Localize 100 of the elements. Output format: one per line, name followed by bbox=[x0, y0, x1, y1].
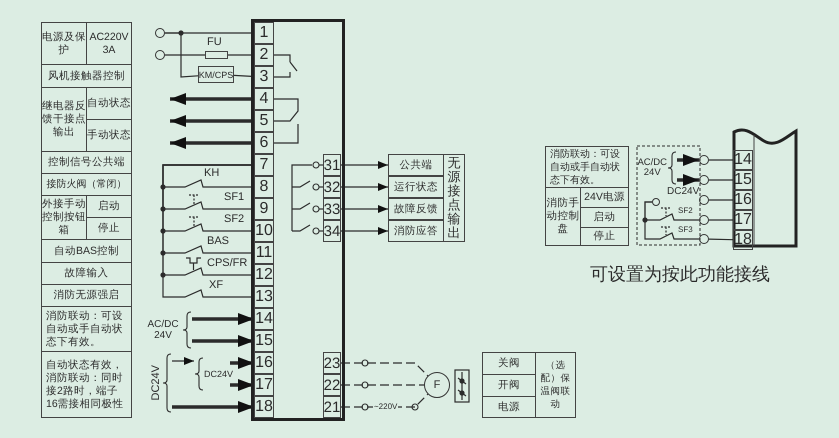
wire bbox=[165, 32, 198, 78]
terminal-circle bbox=[699, 155, 709, 165]
voltage-label: DC24V bbox=[146, 352, 172, 414]
switch-label: SF1 bbox=[224, 192, 244, 203]
voltage-label: AC/DC 24V bbox=[144, 310, 192, 350]
terminal-cell: 8 bbox=[254, 176, 274, 198]
switch-label: XF bbox=[209, 280, 224, 291]
motor-circle: F bbox=[424, 372, 450, 398]
terminal-circle bbox=[699, 195, 709, 205]
wire bbox=[162, 164, 254, 298]
terminal-cell: 10 bbox=[254, 220, 274, 242]
output-cell: 无源接点输出 bbox=[443, 154, 465, 242]
terminal-cell: 14 bbox=[733, 150, 753, 170]
terminal-cell: 16 bbox=[733, 190, 753, 210]
table-cell: 自动状态有效，消防联动：同时接2路时，端子16需接相同极性 bbox=[41, 351, 132, 418]
switch-label: CPS/FR bbox=[207, 258, 248, 269]
terminal-cell: 14 bbox=[254, 308, 274, 330]
switch-label: SF2 bbox=[678, 205, 693, 216]
wire bbox=[709, 199, 733, 201]
terminal-block bbox=[732, 127, 798, 248]
switch-label: KH bbox=[204, 168, 220, 179]
table-cell: 消防联动：可设自动或手自动状态下有效。 bbox=[545, 146, 629, 188]
table-cell: （选配）保温阀联动 bbox=[535, 352, 576, 418]
terminal-circle bbox=[699, 215, 709, 225]
table-cell: 消防手动控制盘 bbox=[545, 187, 581, 246]
table-cell: 故障输入 bbox=[41, 262, 132, 285]
voltage-label: AC/DC 24V bbox=[639, 150, 677, 186]
terminal-cell: 9 bbox=[254, 198, 274, 220]
wire bbox=[165, 54, 205, 56]
arrow bbox=[170, 137, 254, 149]
arrow bbox=[170, 115, 254, 127]
arrow bbox=[341, 161, 388, 169]
arrow bbox=[192, 313, 254, 325]
terminal-cell: 15 bbox=[254, 330, 274, 352]
terminal-cell: 7 bbox=[254, 154, 274, 176]
terminal-cell: 18 bbox=[254, 396, 274, 418]
table-cell: 自动BAS控制 bbox=[41, 239, 132, 263]
arrow bbox=[341, 205, 388, 213]
terminal-cell: 4 bbox=[254, 88, 274, 110]
terminal-cell: 23 bbox=[323, 352, 341, 374]
arrow bbox=[230, 379, 254, 391]
terminal-circle bbox=[155, 50, 165, 60]
table-cell: 电源 bbox=[482, 396, 536, 418]
output-cell: 公共端 bbox=[388, 154, 444, 176]
terminal-cell: 5 bbox=[254, 110, 274, 132]
terminal-cell: 33 bbox=[323, 198, 341, 220]
terminal-block bbox=[251, 19, 345, 421]
arrow bbox=[677, 154, 699, 166]
table-cell: 外接手动控制按钮箱 bbox=[41, 195, 87, 240]
terminal-cell: 22 bbox=[323, 374, 341, 396]
terminal-cell: 1 bbox=[254, 22, 274, 44]
terminal-cell: 32 bbox=[323, 176, 341, 198]
terminal-circle bbox=[699, 175, 709, 185]
terminal-circle bbox=[699, 234, 709, 244]
terminal-cell: 2 bbox=[254, 44, 274, 66]
terminal-cell: 21 bbox=[323, 396, 341, 418]
terminal-cell: 31 bbox=[323, 154, 341, 176]
table-cell: 手动状态 bbox=[86, 119, 132, 152]
arrow bbox=[230, 357, 254, 369]
table-cell: 风机接触器控制 bbox=[41, 64, 132, 88]
terminal-cell: 13 bbox=[254, 286, 274, 308]
terminal-cell: 3 bbox=[254, 66, 274, 88]
terminal-cell: 11 bbox=[254, 242, 274, 264]
wire bbox=[708, 238, 734, 240]
table-cell: AC220V 3A bbox=[86, 22, 132, 65]
table-cell: 停止 bbox=[580, 227, 629, 246]
switch-label: SF3 bbox=[678, 224, 693, 235]
fuse-symbol bbox=[205, 51, 228, 59]
arrow bbox=[172, 401, 254, 413]
contactor-box: KM/CPS bbox=[198, 66, 234, 83]
arrow bbox=[172, 357, 194, 365]
terminal-cell: 6 bbox=[254, 132, 274, 154]
table-cell: 自动状态 bbox=[86, 87, 132, 120]
table-cell: 消防联动：可设自动或手自动状态下有效。 bbox=[41, 306, 132, 352]
terminal-cell: 12 bbox=[254, 264, 274, 286]
fuse-label: FU bbox=[207, 37, 222, 48]
arrow bbox=[341, 227, 388, 235]
terminal-circle bbox=[652, 198, 660, 206]
terminal-cell: 16 bbox=[254, 352, 274, 374]
wire bbox=[709, 159, 733, 161]
arrow bbox=[341, 183, 388, 191]
output-cell: 消防应答 bbox=[388, 220, 444, 242]
wire bbox=[341, 362, 428, 376]
table-cell: 控制信号公共端 bbox=[41, 151, 132, 174]
arrow bbox=[192, 335, 254, 347]
terminal-cell: 18 bbox=[733, 230, 753, 250]
terminal-cell: 17 bbox=[733, 210, 753, 230]
edge-label: ~220V bbox=[373, 401, 398, 412]
arrow bbox=[677, 174, 699, 186]
table-cell: 关阀 bbox=[482, 352, 536, 375]
wire bbox=[228, 54, 254, 56]
terminal-cell: 15 bbox=[733, 170, 753, 190]
table-cell: 消防无源强启 bbox=[41, 284, 132, 307]
output-cell: 故障反馈 bbox=[388, 198, 444, 220]
wire bbox=[274, 98, 299, 122]
output-cell: 运行状态 bbox=[388, 176, 444, 198]
terminal-cell: 34 bbox=[323, 220, 341, 242]
wire bbox=[709, 179, 733, 181]
wire bbox=[644, 201, 699, 240]
arrow bbox=[170, 93, 254, 105]
